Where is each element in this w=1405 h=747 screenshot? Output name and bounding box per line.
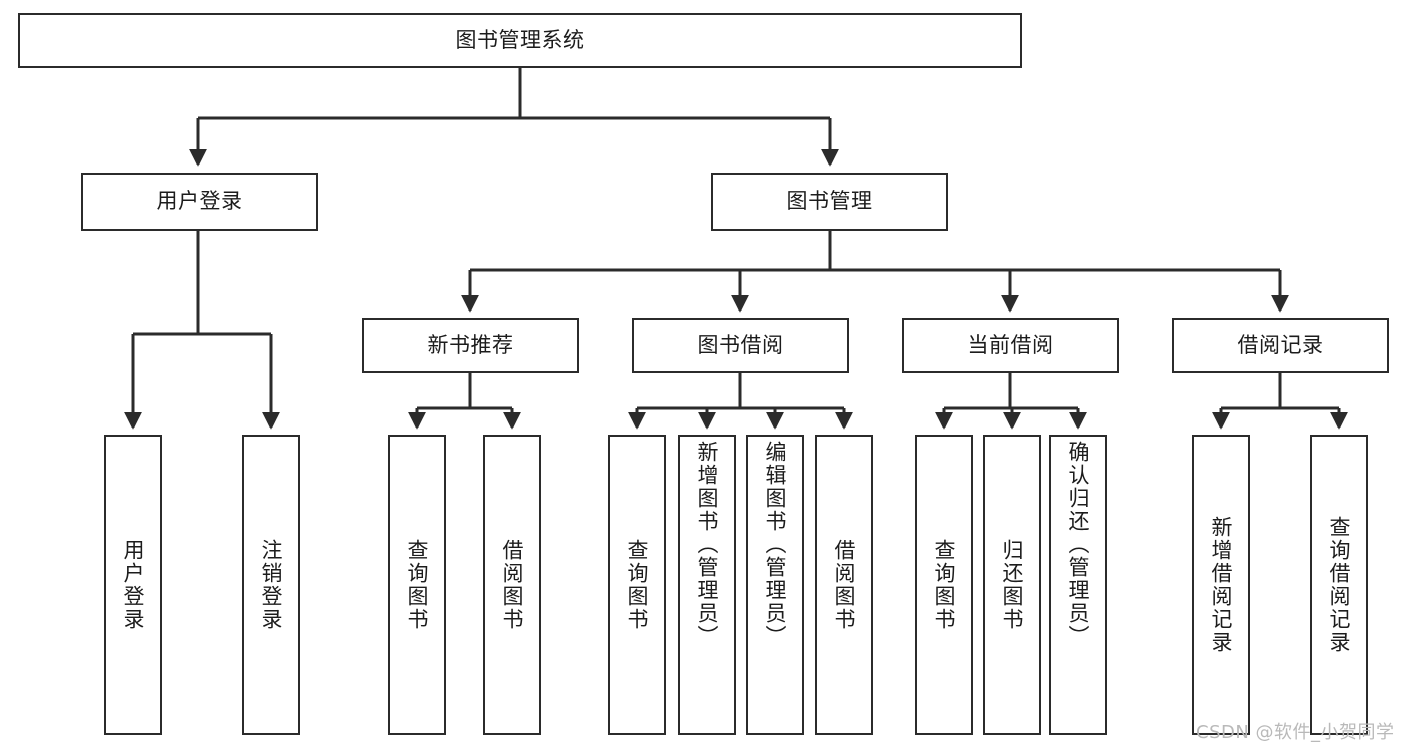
node-label: 查询图书 [932, 539, 957, 631]
node-label: 新增图书（管理员） [695, 441, 720, 648]
node-leaf-logout[interactable]: 注销登录 [242, 435, 300, 735]
node-current-borrow[interactable]: 当前借阅 [902, 318, 1119, 373]
node-label: 查询图书 [405, 539, 430, 631]
node-label: 图书借阅 [697, 332, 784, 357]
node-leaf-query-book-borrow[interactable]: 查询图书 [608, 435, 666, 735]
node-leaf-return-book[interactable]: 归还图书 [983, 435, 1041, 735]
node-leaf-add-book[interactable]: 新增图书（管理员） [678, 435, 736, 735]
node-label: 借阅图书 [500, 539, 525, 631]
node-leaf-borrow-book[interactable]: 借阅图书 [815, 435, 873, 735]
node-new-book-recommend[interactable]: 新书推荐 [362, 318, 579, 373]
node-leaf-confirm-return[interactable]: 确认归还（管理员） [1049, 435, 1107, 735]
node-label: 编辑图书（管理员） [763, 441, 788, 648]
node-label: 当前借阅 [967, 332, 1054, 357]
node-label: 借阅图书 [832, 539, 857, 631]
node-label: 归还图书 [1000, 539, 1025, 631]
node-book-management[interactable]: 图书管理 [711, 173, 948, 231]
node-book-borrow[interactable]: 图书借阅 [632, 318, 849, 373]
node-leaf-user-login[interactable]: 用户登录 [104, 435, 162, 735]
node-label: 用户登录 [156, 189, 243, 214]
node-leaf-add-borrow-record[interactable]: 新增借阅记录 [1192, 435, 1250, 735]
node-leaf-query-book-recommend[interactable]: 查询图书 [388, 435, 446, 735]
node-label: 查询图书 [625, 539, 650, 631]
node-label: 新增借阅记录 [1209, 516, 1234, 654]
node-label: 用户登录 [121, 539, 146, 631]
node-leaf-query-book-current[interactable]: 查询图书 [915, 435, 973, 735]
node-label: 借阅记录 [1237, 332, 1324, 357]
node-label: 查询借阅记录 [1327, 516, 1352, 654]
node-leaf-query-borrow-record[interactable]: 查询借阅记录 [1310, 435, 1368, 735]
node-label: 注销登录 [259, 539, 284, 631]
node-label: 图书管理 [786, 189, 873, 214]
node-root[interactable]: 图书管理系统 [18, 13, 1022, 68]
node-label: 确认归还（管理员） [1066, 441, 1091, 648]
node-leaf-borrow-book-recommend[interactable]: 借阅图书 [483, 435, 541, 735]
watermark-csdn: CSDN @软件_小贺同学 [1196, 722, 1395, 743]
node-user-login[interactable]: 用户登录 [81, 173, 318, 231]
node-leaf-edit-book[interactable]: 编辑图书（管理员） [746, 435, 804, 735]
node-borrow-record[interactable]: 借阅记录 [1172, 318, 1389, 373]
node-label: 新书推荐 [427, 332, 514, 357]
